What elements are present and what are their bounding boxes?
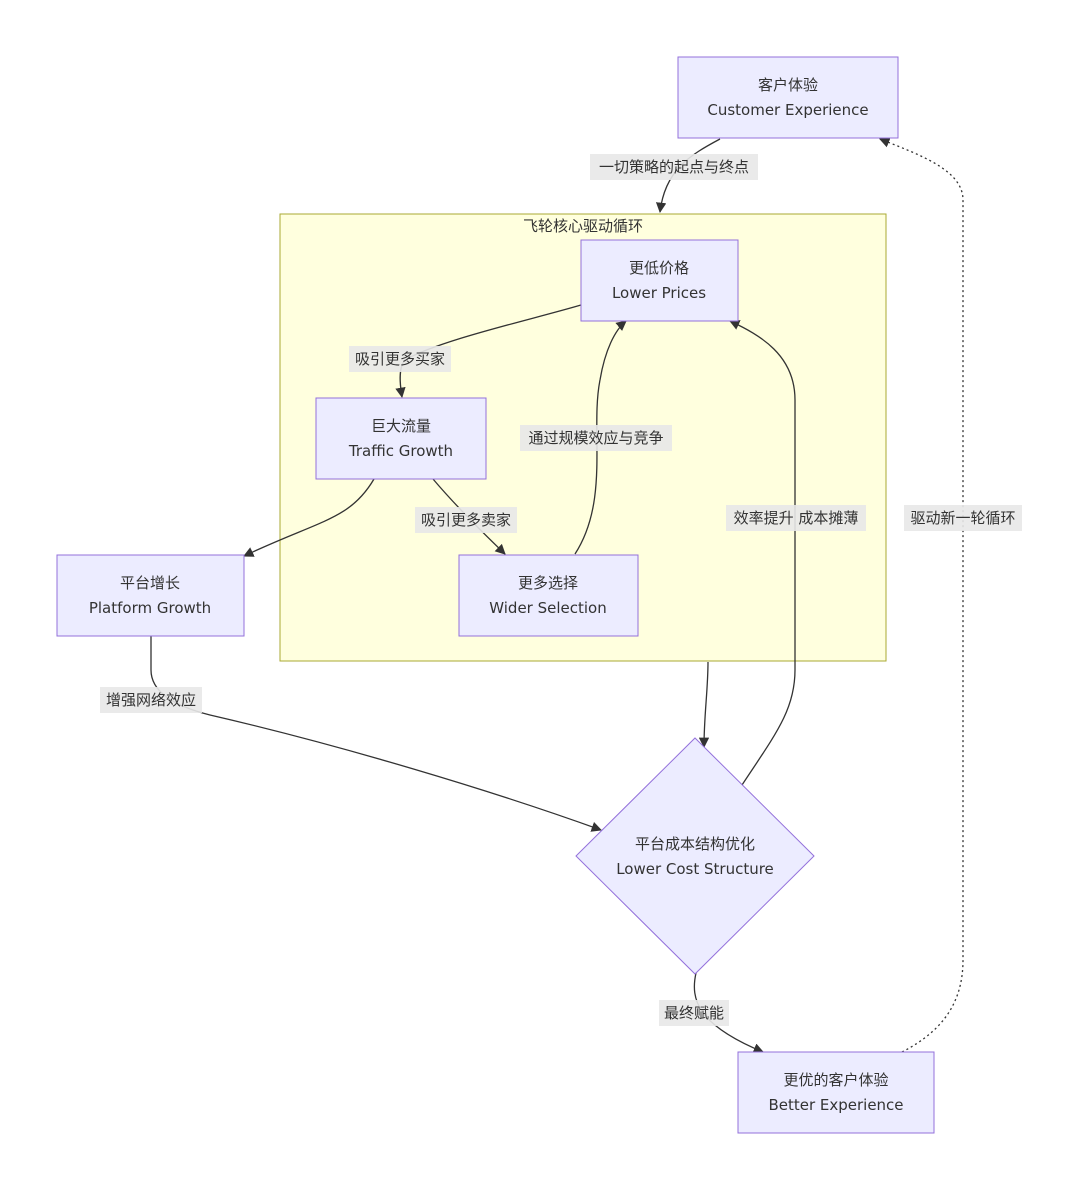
node-wider-selection: 更多选择 Wider Selection <box>458 554 639 637</box>
label-text: 最终赋能 <box>664 1004 724 1022</box>
node-better-experience: 更优的客户体验 Better Experience <box>737 1051 935 1134</box>
node-lower-cost-structure: 平台成本结构优化 Lower Cost Structure <box>575 737 815 975</box>
label-text: 通过规模效应与竞争 <box>528 429 663 447</box>
edge-better-to-customer <box>879 137 964 1053</box>
label-text: 增强网络效应 <box>106 691 196 709</box>
node-line1: 更低价格 <box>629 259 689 277</box>
label-traffic-to-selection: 吸引更多卖家 <box>415 507 517 533</box>
edge-cost-to-prices <box>729 320 796 786</box>
node-line2: Wider Selection <box>489 599 606 617</box>
edge-selection-to-prices <box>574 320 627 555</box>
node-line2: Traffic Growth <box>348 442 453 460</box>
label-cx-to-prices: 一切策略的起点与终点 <box>590 154 758 180</box>
node-line1: 客户体验 <box>758 76 818 94</box>
label-text: 一切策略的起点与终点 <box>599 158 749 176</box>
node-line1: 平台增长 <box>120 574 180 592</box>
edge-cluster-to-cost <box>698 661 710 749</box>
label-cost-to-prices: 效率提升 成本摊薄 <box>726 505 866 531</box>
label-better-to-cx: 驱动新一轮循环 <box>904 505 1022 531</box>
node-line1: 更多选择 <box>518 574 578 592</box>
label-text: 驱动新一轮循环 <box>910 509 1015 527</box>
label-prices-to-traffic: 吸引更多买家 <box>349 346 451 372</box>
edge-traffic-to-platform <box>243 478 375 557</box>
node-line1: 巨大流量 <box>371 417 431 435</box>
node-line2: Platform Growth <box>89 599 211 617</box>
label-cost-to-better: 最终赋能 <box>659 1000 729 1026</box>
node-line2: Better Experience <box>768 1096 903 1114</box>
edge-platform-to-cost <box>150 636 602 832</box>
node-line1: 更优的客户体验 <box>783 1071 888 1089</box>
node-line1: 平台成本结构优化 <box>635 835 755 853</box>
node-lower-prices: 更低价格 Lower Prices <box>580 239 739 322</box>
node-line2: Lower Cost Structure <box>616 860 774 878</box>
cluster-title: 飞轮核心驱动循环 <box>523 217 643 235</box>
node-line2: Lower Prices <box>612 284 706 302</box>
label-text: 效率提升 成本摊薄 <box>734 509 859 527</box>
node-customer-experience: 客户体验 Customer Experience <box>677 56 899 139</box>
node-platform-growth: 平台增长 Platform Growth <box>56 554 245 637</box>
node-traffic-growth: 巨大流量 Traffic Growth <box>315 397 487 480</box>
label-platform-to-cost: 增强网络效应 <box>100 687 202 713</box>
label-selection-to-prices: 通过规模效应与竞争 <box>520 425 672 451</box>
label-text: 吸引更多买家 <box>355 350 445 368</box>
node-line2: Customer Experience <box>707 101 868 119</box>
label-text: 吸引更多卖家 <box>421 511 511 529</box>
